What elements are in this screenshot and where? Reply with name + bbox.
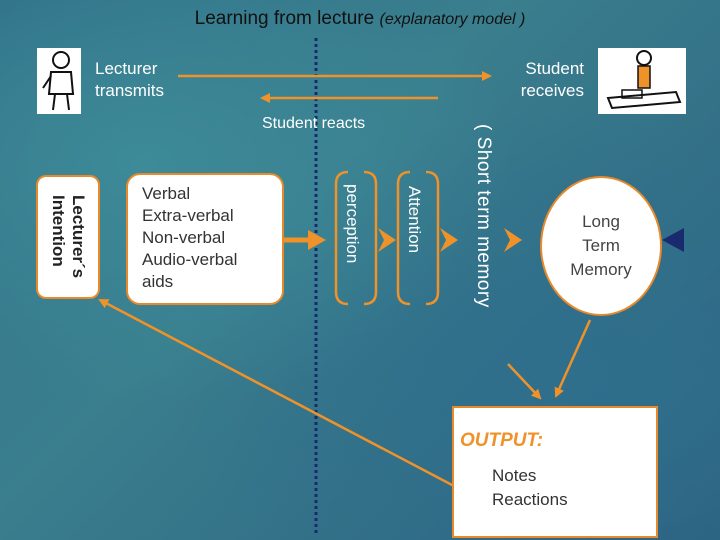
- chevron-2: [440, 228, 458, 252]
- ltm-line2: Term: [582, 236, 620, 255]
- output-list: Notes Reactions: [492, 464, 568, 512]
- output-line1: Notes: [492, 466, 537, 485]
- chevron-1: [378, 228, 396, 252]
- student-label-line1: Student: [525, 59, 584, 78]
- page-title: Learning from lecture (explanatory model…: [0, 8, 720, 30]
- student-figure-icon: [598, 48, 686, 114]
- long-term-memory-box: Long Term Memory: [540, 176, 662, 316]
- aids-item: Verbal: [142, 184, 191, 203]
- ltm-line1: Long: [582, 212, 620, 231]
- attention-label: Attention: [405, 186, 424, 254]
- aids-list: Verbal Extra-verbal Non-verbal Audio-ver…: [142, 183, 237, 293]
- ltm-input-arrow: [662, 228, 684, 252]
- feedback-arrow: [98, 298, 455, 488]
- title-sub: (explanatory model ): [379, 11, 526, 28]
- lecturer-label: Lecturer transmits: [95, 58, 164, 102]
- aids-box: Verbal Extra-verbal Non-verbal Audio-ver…: [126, 173, 284, 305]
- intention-line1: Lecturer´s: [69, 195, 88, 279]
- ltm-text: Long Term Memory: [570, 210, 631, 282]
- aids-item: aids: [142, 272, 174, 291]
- aids-item: Audio-verbal: [142, 250, 238, 269]
- stm-to-output-arrow: [507, 363, 542, 400]
- student-label: Student receives: [500, 58, 584, 102]
- ltm-to-output-arrow: [554, 319, 592, 398]
- intention-line2: Intention: [49, 195, 68, 268]
- attention-bracket: [396, 170, 440, 306]
- ltm-line3: Memory: [570, 260, 632, 279]
- student-reacts-label: Student reacts: [262, 115, 366, 132]
- student-label-line2: receives: [520, 81, 584, 100]
- intention-text: Lecturer´s Intention: [48, 195, 88, 278]
- chevron-3: [504, 228, 522, 252]
- aids-item: Non-verbal: [142, 228, 226, 247]
- output-box: OUTPUT: Notes Reactions: [452, 406, 658, 538]
- perception-bracket: [334, 170, 378, 306]
- output-line2: Reactions: [492, 490, 568, 509]
- output-heading: OUTPUT:: [460, 430, 544, 451]
- perception-label: perception: [343, 184, 362, 264]
- lecturer-label-line2: transmits: [95, 81, 164, 100]
- intention-box: Lecturer´s Intention: [36, 175, 100, 299]
- title-main: Learning from lecture: [194, 8, 375, 29]
- aids-item: Extra-verbal: [142, 206, 234, 225]
- lecturer-label-line1: Lecturer: [95, 59, 158, 78]
- lecturer-figure-icon: [37, 48, 81, 114]
- short-term-memory-label: ( Short term memory: [473, 124, 494, 308]
